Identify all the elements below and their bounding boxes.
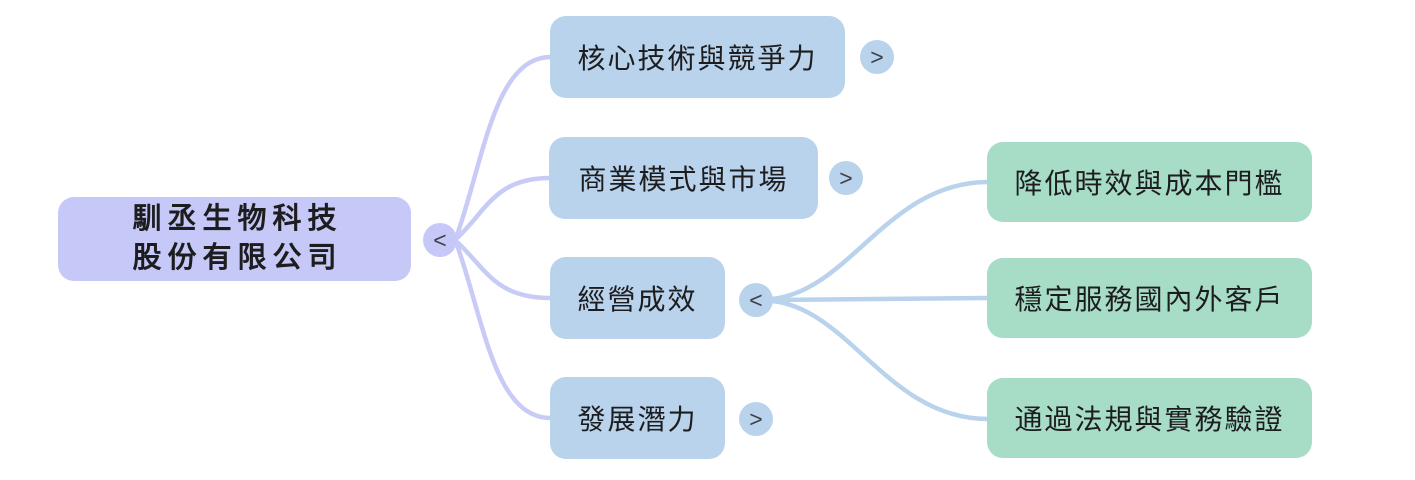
branch-node-label: 商業模式與市場 xyxy=(578,164,789,195)
connector-root-branch-3 xyxy=(453,239,554,421)
branch-expand-toggle-development-potential[interactable]: > xyxy=(739,402,773,436)
branch-node-development-potential[interactable]: 發展潛力 xyxy=(550,377,725,459)
root-node-company[interactable]: 馴丞生物科技 股份有限公司 xyxy=(58,197,411,281)
connector-root-branch-1 xyxy=(453,175,553,242)
connector-branch2-leaf-2 xyxy=(769,298,991,422)
root-node-label-line2: 股份有限公司 xyxy=(132,242,343,274)
connector-root-branch-0 xyxy=(453,54,554,241)
connector-branch2-leaf-1 xyxy=(769,295,991,303)
root-node-label-line1: 馴丞生物科技 xyxy=(132,203,343,235)
root-collapse-toggle[interactable]: < xyxy=(423,223,457,257)
branch-expand-toggle-core-technology[interactable]: > xyxy=(860,40,894,74)
branch-expand-toggle-business-model[interactable]: > xyxy=(829,161,863,195)
leaf-node-regulatory-validation[interactable]: 通過法規與實務驗證 xyxy=(987,378,1312,458)
collapse-arrow-icon: < xyxy=(749,286,763,313)
branch-node-label: 發展潛力 xyxy=(577,404,698,435)
leaf-node-label: 通過法規與實務驗證 xyxy=(1014,404,1285,435)
expand-arrow-icon: > xyxy=(870,43,884,70)
connector-root-branch-2 xyxy=(453,238,554,301)
branch-node-core-technology[interactable]: 核心技術與競爭力 xyxy=(550,16,845,98)
leaf-node-label: 降低時效與成本門檻 xyxy=(1014,168,1285,199)
branch-node-business-model[interactable]: 商業模式與市場 xyxy=(549,137,818,219)
leaf-node-reduce-time-cost[interactable]: 降低時效與成本門檻 xyxy=(987,142,1312,222)
expand-arrow-icon: > xyxy=(749,405,763,432)
leaf-node-label: 穩定服務國內外客戶 xyxy=(1014,284,1285,315)
branch-node-label: 經營成效 xyxy=(577,284,698,315)
leaf-node-stable-service[interactable]: 穩定服務國內外客戶 xyxy=(987,258,1312,338)
branch-node-label: 核心技術與競爭力 xyxy=(577,43,818,74)
collapse-arrow-icon: < xyxy=(433,226,447,253)
branch-node-operating-results[interactable]: 經營成效 xyxy=(550,257,725,339)
connector-branch2-leaf-0 xyxy=(769,179,991,302)
branch-collapse-toggle-operating-results[interactable]: < xyxy=(739,283,773,317)
expand-arrow-icon: > xyxy=(839,164,853,191)
